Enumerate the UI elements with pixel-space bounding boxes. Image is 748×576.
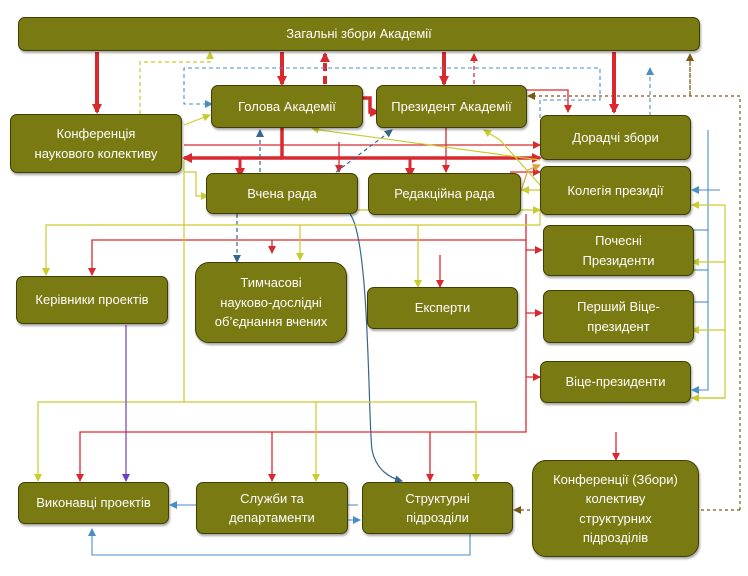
node-project-leaders[interactable]: Керівники проектів xyxy=(16,276,168,324)
node-services[interactable]: Служби та департаменти xyxy=(196,482,348,534)
node-general-assembly[interactable]: Загальні збори Академії xyxy=(18,17,700,51)
thin-red-arrows xyxy=(76,53,620,482)
node-honorary-presidents[interactable]: Почесні Президенти xyxy=(543,225,694,276)
node-presidium[interactable]: Колегія президії xyxy=(540,166,691,215)
node-conference[interactable]: Конференція наукового колективу xyxy=(10,114,182,173)
node-vice-presidents[interactable]: Віце-президенти xyxy=(540,361,691,403)
node-scientific-council[interactable]: Вчена рада xyxy=(206,173,358,214)
node-first-vp[interactable]: Перший Віце- президент xyxy=(543,290,694,343)
node-project-executors[interactable]: Виконавці проектів xyxy=(18,482,169,524)
node-editorial-council[interactable]: Редакційна рада xyxy=(368,173,521,215)
node-temporary-unions[interactable]: Тимчасові науково-дослідні об’єднання вч… xyxy=(195,262,347,343)
orange-arrows xyxy=(519,164,541,195)
node-advisory[interactable]: Дорадчі збори xyxy=(540,115,691,160)
node-head[interactable]: Голова Академії xyxy=(211,85,363,128)
node-president[interactable]: Президент Академії xyxy=(376,85,527,128)
node-unit-conferences[interactable]: Конференції (Збори) колективу структурни… xyxy=(532,460,699,557)
node-structural-units[interactable]: Структурні підрозділи xyxy=(362,482,513,534)
node-experts[interactable]: Експерти xyxy=(367,287,518,329)
dark-blue-arrows xyxy=(233,129,403,484)
